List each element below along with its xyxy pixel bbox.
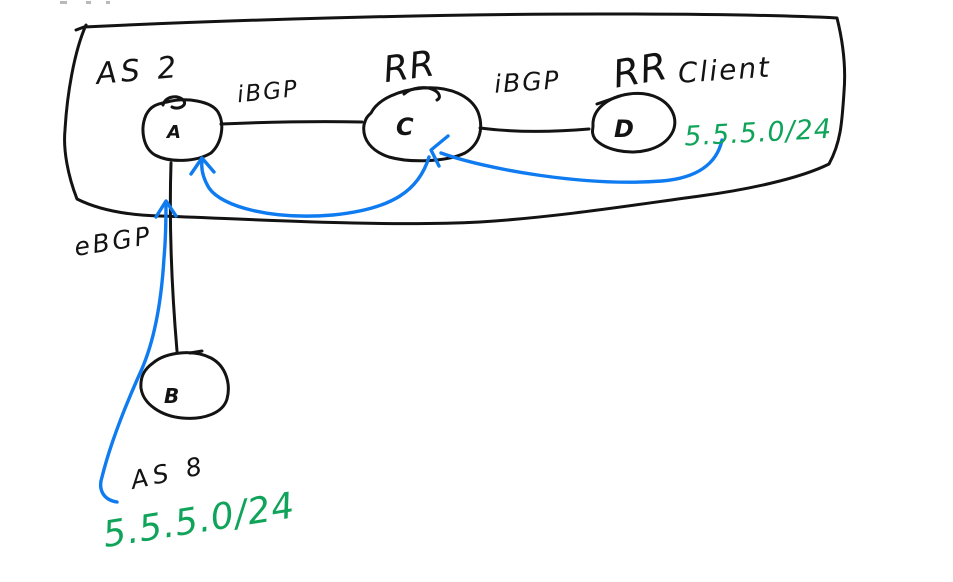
prefix-label-d: 5.5.5.0/24 bbox=[683, 114, 832, 153]
route-arrow-b-to-a-head bbox=[154, 199, 178, 219]
router-d-label: D bbox=[614, 115, 634, 143]
router-b-label: B bbox=[164, 384, 179, 408]
cropped-ink-mark bbox=[86, 1, 91, 4]
route-arrow-d-to-c bbox=[439, 138, 724, 184]
router-c-pen-curl bbox=[402, 86, 441, 102]
ibgp-label-cd: iBGP bbox=[493, 65, 561, 99]
router-b-pen-tick bbox=[188, 349, 204, 355]
labels-black: AS 2 iBGP RR iBGP RR Client eBGP AS 8 A … bbox=[72, 43, 772, 495]
ibgp-label-ac: iBGP bbox=[236, 76, 300, 108]
as2-label: AS 2 bbox=[93, 50, 182, 92]
cropped-ink-mark bbox=[106, 1, 110, 4]
as2-boundary-outline bbox=[63, 12, 847, 226]
router-b-node bbox=[139, 351, 230, 420]
route-arrow-b-to-a bbox=[98, 201, 168, 504]
rr-label-d: RR bbox=[610, 44, 672, 97]
cropped-ink-mark bbox=[60, 1, 67, 4]
router-a-label: A bbox=[165, 122, 181, 143]
route-arrow-c-to-a-head bbox=[189, 156, 216, 176]
router-a-node bbox=[141, 98, 224, 162]
rr-label-c: RR bbox=[381, 43, 438, 91]
cropped-ink-marks bbox=[60, 1, 110, 4]
route-advertisement-arrows bbox=[98, 134, 724, 504]
router-c-node bbox=[362, 86, 483, 163]
router-d-node bbox=[591, 91, 677, 154]
ink-strokes bbox=[63, 12, 847, 420]
prefix-label-b: 5.5.5.0/24 bbox=[100, 485, 298, 556]
rr-client-label: Client bbox=[677, 50, 772, 89]
labels-green: 5.5.5.0/24 5.5.5.0/24 bbox=[100, 114, 833, 556]
link-a-c bbox=[219, 120, 364, 126]
route-arrow-c-to-a bbox=[200, 155, 431, 218]
router-d-pen-tick bbox=[595, 94, 622, 106]
router-a-pen-loop bbox=[161, 95, 187, 110]
route-arrow-d-to-c-head bbox=[429, 134, 450, 168]
as8-label: AS 8 bbox=[126, 451, 209, 496]
link-c-d bbox=[478, 126, 591, 133]
router-c-label: C bbox=[396, 113, 414, 141]
ebgp-label: eBGP bbox=[72, 221, 155, 262]
link-a-b bbox=[168, 161, 179, 353]
